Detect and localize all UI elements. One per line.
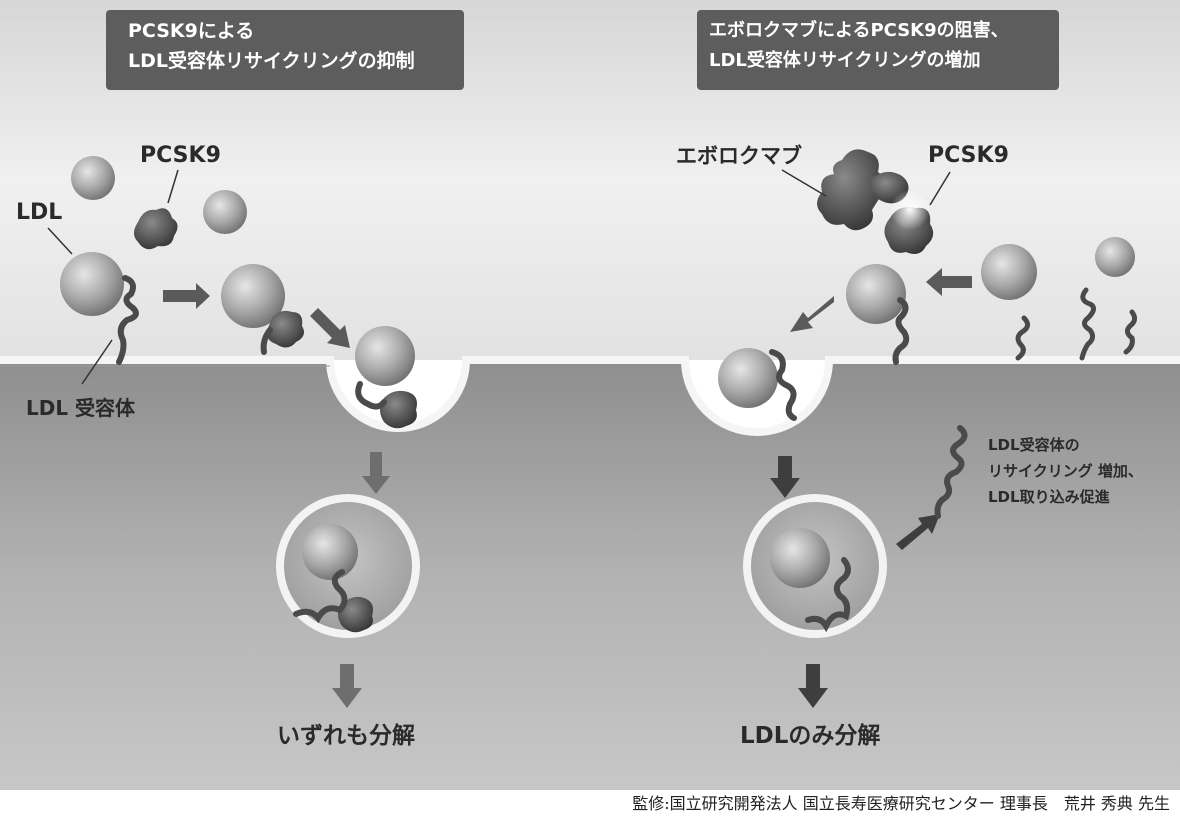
diagram-scene (0, 0, 1180, 790)
ldl-particle (981, 244, 1037, 300)
ldl-particle (718, 348, 778, 408)
left-title-line2: LDL受容体リサイクリングの抑制 (128, 50, 415, 72)
ldl-particle (60, 252, 124, 316)
arrow-left (926, 268, 972, 296)
ldl-receptor (355, 381, 387, 410)
ldl-receptor (1015, 315, 1030, 361)
ldl-particle (770, 528, 830, 588)
arrow-down-left (790, 296, 834, 332)
ldl-receptor (1079, 287, 1096, 361)
ldl-receptor (769, 349, 797, 421)
pcsk9-label: PCSK9 (140, 143, 221, 168)
ldl-particle (302, 524, 358, 580)
recycling-note-line2: リサイクリング 増加、 (988, 462, 1143, 480)
arrow-down (798, 664, 828, 708)
ldl-receptor (116, 275, 139, 365)
right-title-line2: LDL受容体リサイクリングの増加 (709, 50, 981, 71)
pcsk9-label-right: PCSK9 (928, 143, 1009, 168)
arrow-down (770, 456, 800, 498)
arrow-down (332, 664, 362, 708)
left-outcome-label: いずれも分解 (277, 723, 415, 749)
arrow-right (163, 283, 210, 309)
left-title-box: PCSK9による LDL受容体リサイクリングの抑制 (106, 10, 464, 90)
leader-line (47, 227, 73, 255)
arrow-down (362, 452, 390, 494)
intracellular-space (0, 360, 1180, 790)
evolocumab-label: エボロクマブ (676, 144, 802, 168)
pcsk9-protein (267, 310, 304, 348)
ldl-receptor (1123, 309, 1138, 355)
ldl-receptor (805, 557, 851, 633)
arrow-down-right (310, 308, 350, 348)
recycling-note: LDL受容体の リサイクリング 増加、 LDL取り込み促進 (988, 432, 1143, 510)
ldl-receptor-label: LDL 受容体 (26, 396, 136, 420)
ldl-particle (846, 264, 906, 324)
cell-membrane (0, 356, 1180, 436)
ldl-particle (355, 326, 415, 386)
arrow-up-right (896, 514, 940, 550)
leader-line (81, 339, 113, 385)
ldl-receptor (293, 569, 348, 624)
leader-line (781, 169, 827, 197)
ldl-particle (203, 190, 247, 234)
supervision-credit: 監修:国立研究開発法人 国立長寿医療研究センター 理事長 荒井 秀典 先生 (632, 794, 1170, 813)
recycling-note-line1: LDL受容体の (988, 436, 1080, 454)
recycling-note-line3: LDL取り込み促進 (988, 488, 1110, 506)
ldl-particle (71, 156, 115, 200)
right-outcome-label: LDLのみ分解 (740, 723, 881, 749)
ldl-particle (1095, 237, 1135, 277)
binding-flash (890, 190, 930, 230)
right-title-box: エボロクマブによるPCSK9の阻害、 LDL受容体リサイクリングの増加 (697, 10, 1059, 90)
right-title-line1: エボロクマブによるPCSK9の阻害、 (709, 20, 1009, 41)
ldl-receptor (892, 297, 910, 365)
ldl-particle (221, 264, 285, 328)
leader-line (167, 169, 179, 204)
pcsk9-protein (380, 390, 417, 429)
leader-line (929, 171, 951, 206)
pcsk9-protein (134, 208, 178, 250)
ldl-receptor (934, 425, 968, 519)
ldl-label: LDL (16, 200, 63, 225)
left-title-line1: PCSK9による (128, 20, 255, 42)
pcsk9-protein (338, 596, 373, 633)
ldl-receptor (260, 327, 273, 355)
